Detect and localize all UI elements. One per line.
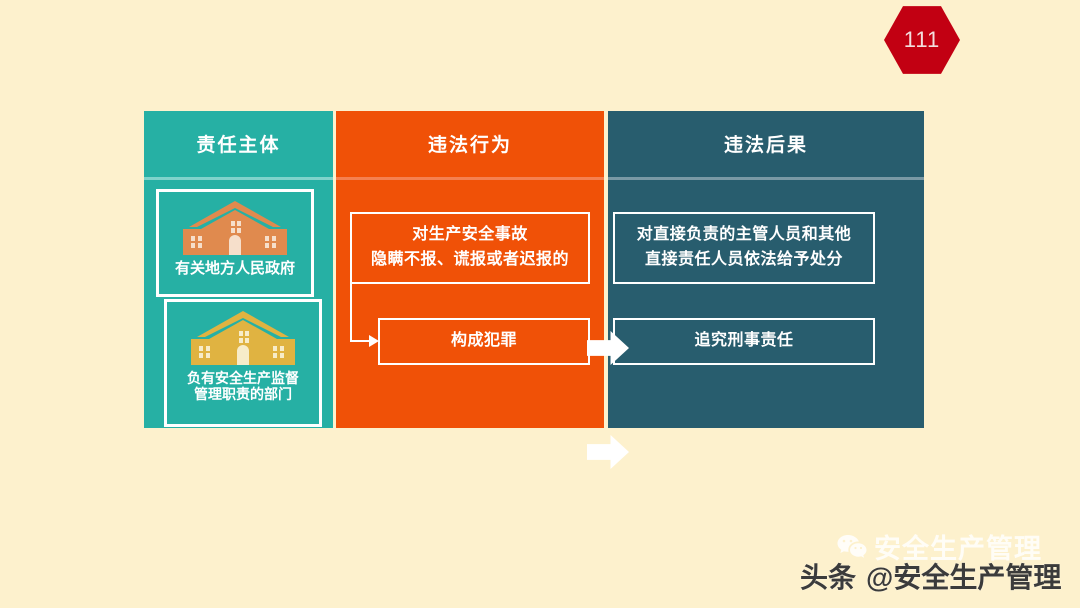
act-box-line: 构成犯罪	[450, 332, 517, 350]
column-subject-header: 责任主体	[196, 135, 281, 156]
house-icon	[189, 309, 297, 367]
elbow-connector-vertical	[350, 284, 352, 342]
column-violation-consequence: 违法后果 对直接负责的主管人员和其他 直接责任人员依法给予处分 追究刑事责任	[608, 111, 924, 428]
column-violation-act-header: 违法行为	[427, 135, 512, 156]
subject-card-label-line: 管理职责的部门	[194, 386, 292, 403]
act-box-line: 隐瞒不报、谎报或者迟报的	[370, 251, 569, 268]
right-arrow-shape	[587, 331, 629, 365]
responsibility-diagram: 责任主体	[144, 111, 924, 469]
subject-card-local-government: 有关地方人民政府	[156, 189, 314, 297]
page-number-label: 111	[903, 27, 941, 52]
subject-card-label-line: 有关地方人民政府	[174, 260, 295, 277]
toutiao-watermark-prefix: 头条	[800, 562, 857, 593]
wechat-watermark: 安全生产管理	[836, 527, 1042, 566]
column-violation-consequence-header-divider	[608, 177, 924, 180]
toutiao-watermark-handle: @安全生产管理	[866, 562, 1062, 593]
act-box-concealed-report: 对生产安全事故 隐瞒不报、谎报或者迟报的	[350, 212, 590, 284]
subject-card-supervision-department: 负有安全生产监督 管理职责的部门	[164, 299, 322, 427]
page-number-badge: 111	[884, 4, 960, 76]
column-violation-act: 违法行为 对生产安全事故 隐瞒不报、谎报或者迟报的 构成犯罪	[336, 111, 604, 428]
column-violation-consequence-header: 违法后果	[723, 135, 808, 156]
subject-card-label-line: 负有安全生产监督	[187, 370, 299, 386]
right-arrow-shape	[587, 435, 629, 469]
column-subject-header-divider	[144, 177, 333, 180]
hexagon-shape: 111	[884, 6, 960, 74]
elbow-connector-arrowhead-icon	[369, 335, 379, 347]
column-subject: 责任主体	[144, 111, 333, 428]
wechat-watermark-text: 安全生产管理	[874, 534, 1042, 564]
wechat-icon	[836, 533, 868, 561]
right-arrow-icon	[587, 435, 629, 469]
act-box-line: 对生产安全事故	[412, 226, 528, 244]
result-box-criminal-liability: 追究刑事责任	[613, 318, 875, 365]
result-box-line: 追究刑事责任	[694, 332, 794, 350]
result-box-disciplinary-sanction: 对直接负责的主管人员和其他 直接责任人员依法给予处分	[613, 212, 875, 284]
right-arrow-icon	[587, 331, 629, 365]
result-box-line: 对直接负责的主管人员和其他	[636, 226, 852, 244]
house-icon	[181, 199, 289, 257]
result-box-line: 直接责任人员依法给予处分	[644, 251, 843, 268]
column-violation-act-header-divider	[336, 177, 604, 180]
subject-card-label: 有关地方人民政府	[175, 260, 295, 277]
toutiao-watermark: 头条 @安全生产管理	[800, 556, 1061, 596]
act-box-constitutes-crime: 构成犯罪	[378, 318, 590, 365]
elbow-connector-horizontal	[350, 340, 371, 342]
subject-card-label: 负有安全生产监督 管理职责的部门	[187, 370, 299, 402]
